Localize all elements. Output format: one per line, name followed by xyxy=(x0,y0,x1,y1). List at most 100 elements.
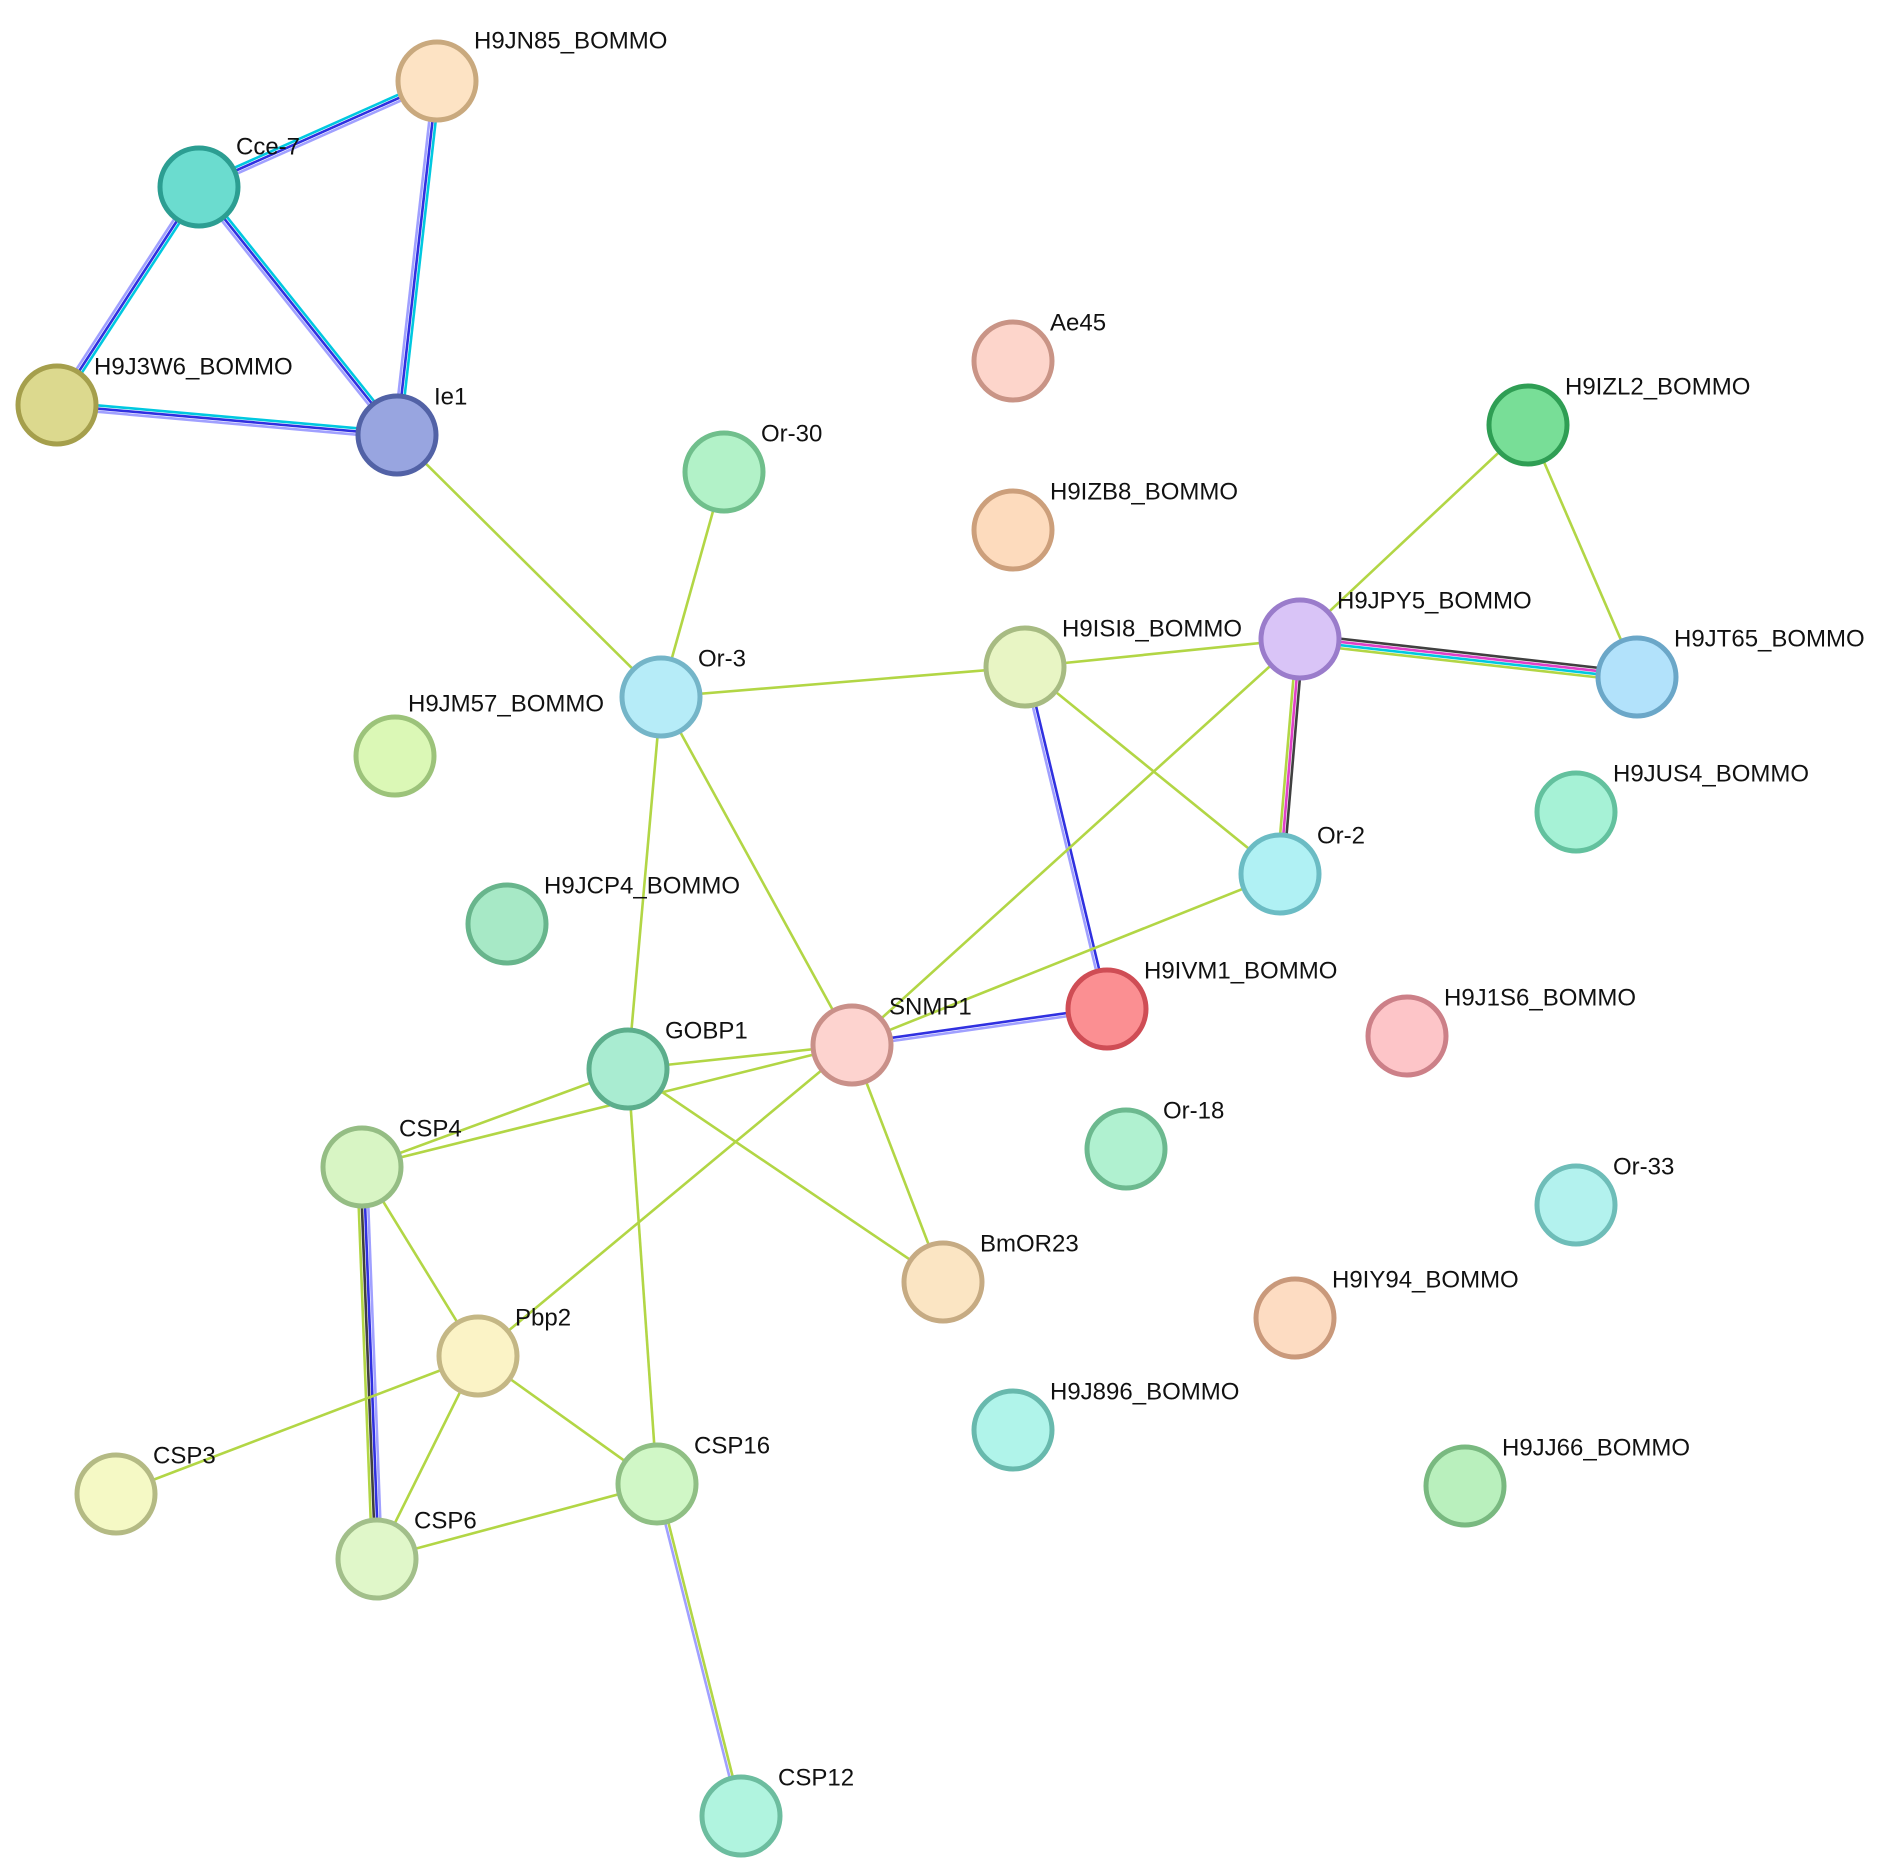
node-label-ie1: Ie1 xyxy=(434,383,467,410)
node-h9izl2-bommo[interactable] xyxy=(1486,383,1570,467)
edge-strand xyxy=(398,81,442,436)
node-h9jcp4-bommo[interactable] xyxy=(465,882,549,966)
edge-strand xyxy=(1299,424,1529,640)
edge-strand xyxy=(365,1166,384,1559)
edge-strand xyxy=(55,186,201,406)
edge-gobp1-bmor23 xyxy=(627,1067,944,1284)
node-circle[interactable] xyxy=(682,430,766,514)
node-circle[interactable] xyxy=(355,393,439,477)
node-circle[interactable] xyxy=(901,1240,985,1324)
edge-strand xyxy=(198,79,438,189)
node-circle[interactable] xyxy=(436,1314,520,1398)
node-h9iy94-bommo[interactable] xyxy=(1253,1276,1337,1360)
edge-cce-7-ie1 xyxy=(195,184,401,438)
node-csp3[interactable] xyxy=(74,1452,158,1536)
edge-snmp1-csp4 xyxy=(361,1043,853,1169)
node-snmp1[interactable] xyxy=(810,1003,894,1087)
node-circle[interactable] xyxy=(971,319,1055,403)
edge-strand xyxy=(361,1067,629,1169)
node-h9jj66-bommo[interactable] xyxy=(1423,1444,1507,1528)
edge-strand xyxy=(361,1043,853,1169)
node-circle[interactable] xyxy=(15,363,99,447)
node-circle[interactable] xyxy=(1534,770,1618,854)
node-label-h9jn85-bommo: H9JN85_BOMMO xyxy=(474,27,667,54)
node-ie1[interactable] xyxy=(355,393,439,477)
node-circle[interactable] xyxy=(1084,1107,1168,1191)
node-or-30[interactable] xyxy=(682,430,766,514)
node-csp6[interactable] xyxy=(335,1517,419,1601)
node-gobp1[interactable] xyxy=(586,1027,670,1111)
node-circle[interactable] xyxy=(1238,832,1322,916)
node-circle[interactable] xyxy=(320,1125,404,1209)
node-label-or-33: Or-33 xyxy=(1613,1153,1674,1180)
node-circle[interactable] xyxy=(465,882,549,966)
node-csp4[interactable] xyxy=(320,1125,404,1209)
node-bmor23[interactable] xyxy=(901,1240,985,1324)
node-h9j3w6-bommo[interactable] xyxy=(15,363,99,447)
edge-strand xyxy=(660,665,1026,699)
edge-strand xyxy=(199,82,439,192)
node-circle[interactable] xyxy=(1258,597,1342,681)
node-cce-7[interactable] xyxy=(157,145,241,229)
node-circle[interactable] xyxy=(615,1442,699,1526)
node-or-3[interactable] xyxy=(619,655,703,739)
node-circle[interactable] xyxy=(586,1027,670,1111)
node-h9ivm1-bommo[interactable] xyxy=(1065,967,1149,1051)
node-circle[interactable] xyxy=(1423,1444,1507,1528)
node-or-33[interactable] xyxy=(1534,1163,1618,1247)
node-h9jus4-bommo[interactable] xyxy=(1534,770,1618,854)
node-circle[interactable] xyxy=(699,1774,783,1858)
node-or-18[interactable] xyxy=(1084,1107,1168,1191)
node-circle[interactable] xyxy=(157,145,241,229)
node-h9j1s6-bommo[interactable] xyxy=(1365,994,1449,1078)
node-pbp2[interactable] xyxy=(436,1314,520,1398)
edge-strand xyxy=(1300,632,1638,674)
node-circle[interactable] xyxy=(810,1003,894,1087)
node-or-2[interactable] xyxy=(1238,832,1322,916)
network-edges xyxy=(53,76,1639,1817)
node-circle[interactable] xyxy=(983,625,1067,709)
node-csp16[interactable] xyxy=(615,1442,699,1526)
node-circle[interactable] xyxy=(971,1388,1055,1472)
edge-strand xyxy=(1299,642,1637,684)
node-h9jm57-bommo[interactable] xyxy=(353,714,437,798)
node-circle[interactable] xyxy=(353,714,437,798)
node-circle[interactable] xyxy=(1486,383,1570,467)
node-circle[interactable] xyxy=(1534,1163,1618,1247)
node-csp12[interactable] xyxy=(699,1774,783,1858)
node-h9jt65-bommo[interactable] xyxy=(1595,635,1679,719)
node-circle[interactable] xyxy=(1365,994,1449,1078)
node-circle[interactable] xyxy=(395,39,479,123)
node-label-h9jt65-bommo: H9JT65_BOMMO xyxy=(1674,625,1865,652)
node-label-ae45: Ae45 xyxy=(1050,309,1106,336)
node-h9isi8-bommo[interactable] xyxy=(983,625,1067,709)
node-h9jn85-bommo[interactable] xyxy=(395,39,479,123)
node-circle[interactable] xyxy=(1595,635,1679,719)
network-labels: H9JN85_BOMMOCce-7H9J3W6_BOMMOIe1Ae45Or-3… xyxy=(94,27,1865,1791)
edge-strand xyxy=(477,1044,853,1357)
node-circle[interactable] xyxy=(619,655,703,739)
edge-cce-7-h9j3w6-bommo xyxy=(53,184,203,408)
node-ae45[interactable] xyxy=(971,319,1055,403)
node-h9j896-bommo[interactable] xyxy=(971,1388,1055,1472)
edge-strand xyxy=(654,1484,741,1817)
edge-strand xyxy=(1526,424,1639,678)
node-label-h9jj66-bommo: H9JJ66_BOMMO xyxy=(1502,1434,1690,1461)
edge-csp6-csp16 xyxy=(376,1482,658,1561)
node-circle[interactable] xyxy=(335,1517,419,1601)
edge-or-3-h9isi8-bommo xyxy=(660,665,1026,699)
node-label-csp4: CSP4 xyxy=(399,1115,462,1142)
node-circle[interactable] xyxy=(971,488,1055,572)
network-nodes xyxy=(15,39,1679,1858)
node-label-h9iy94-bommo: H9IY94_BOMMO xyxy=(1332,1266,1519,1293)
edge-strand xyxy=(53,184,198,404)
node-circle[interactable] xyxy=(74,1452,158,1536)
edge-cce-7-h9jn85-bommo xyxy=(197,76,439,192)
node-h9jpy5-bommo[interactable] xyxy=(1258,597,1342,681)
node-h9izb8-bommo[interactable] xyxy=(971,488,1055,572)
node-circle[interactable] xyxy=(1065,967,1149,1051)
node-circle[interactable] xyxy=(1253,1276,1337,1360)
node-label-csp6: CSP6 xyxy=(414,1507,477,1534)
edge-strand xyxy=(852,1009,1108,1048)
edge-h9isi8-bommo-h9ivm1-bommo xyxy=(1022,666,1110,1010)
